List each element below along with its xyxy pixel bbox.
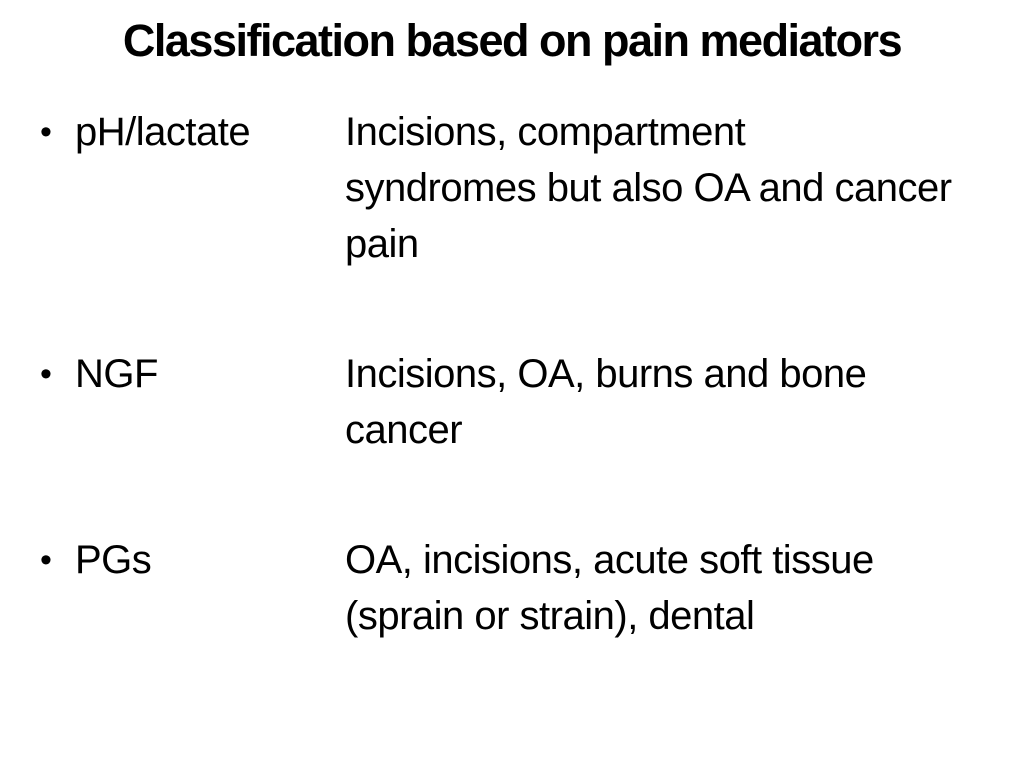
- bullet-label: NGF: [75, 352, 158, 396]
- description-line: cancer: [345, 408, 463, 452]
- bullet-label: pH/lactate: [75, 110, 251, 154]
- bullet-icon: •: [40, 541, 52, 579]
- bullet-item-ph-lactate: • pH/lactate Incisions, compartment synd…: [40, 104, 1004, 272]
- description-line: OA, incisions, acute soft tissue: [345, 538, 874, 582]
- bullet-list: • pH/lactate Incisions, compartment synd…: [0, 104, 1024, 644]
- bullet-description: Incisions, OA, burns and bone cancer: [345, 346, 1004, 458]
- description-line: (sprain or strain), dental: [345, 594, 755, 638]
- bullet-icon: •: [40, 355, 52, 393]
- bullet-description: OA, incisions, acute soft tissue (sprain…: [345, 532, 1004, 644]
- bullet-description: Incisions, compartment syndromes but als…: [345, 104, 1004, 272]
- slide: Classification based on pain mediators •…: [0, 12, 1024, 768]
- bullet-label: PGs: [75, 538, 152, 582]
- description-line: pain: [345, 222, 419, 266]
- slide-title: Classification based on pain mediators: [122, 15, 903, 66]
- description-line: syndromes but also OA and cancer: [345, 166, 952, 210]
- bullet-item-pgs: • PGs OA, incisions, acute soft tissue (…: [40, 532, 1004, 644]
- description-line: Incisions, compartment: [345, 110, 746, 154]
- description-line: Incisions, OA, burns and bone: [345, 352, 867, 396]
- bullet-item-ngf: • NGF Incisions, OA, burns and bone canc…: [40, 346, 1004, 458]
- bullet-icon: •: [40, 113, 52, 151]
